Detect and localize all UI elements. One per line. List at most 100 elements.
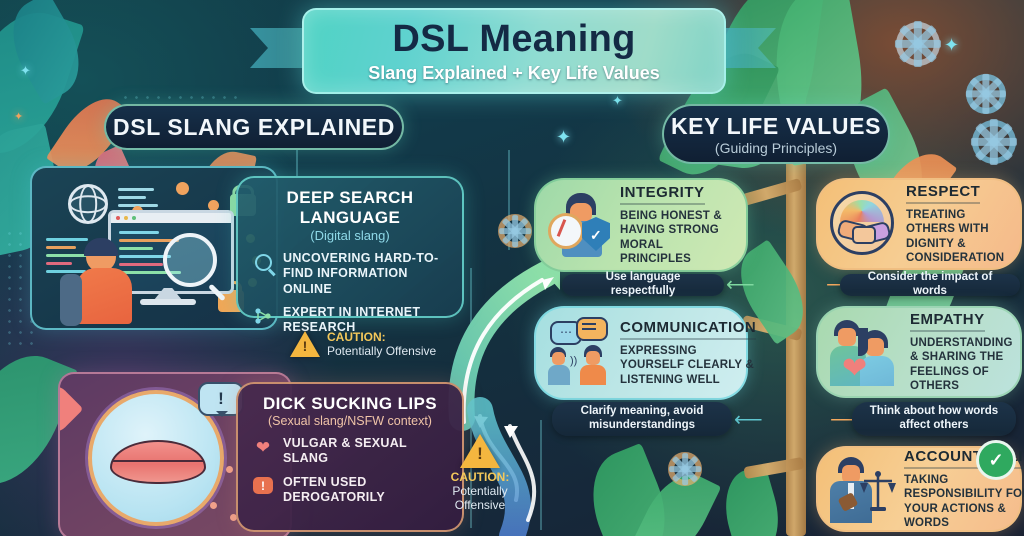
handshake-icon [830,190,898,258]
connector-chip-affect-others: Think about how words affect others [852,402,1016,436]
window-titlebar [111,213,231,223]
caution-badge-1: ! CAUTION: Potentially Offensive [290,330,436,358]
chair-back [60,274,82,326]
slang-bullet: EXPERT IN INTERNET RESEARCH [252,305,448,336]
speech-bubbles-icon: ⋯ )) [548,317,612,385]
value-card-title: COMMUNICATION [620,319,757,340]
leaf-decor [630,462,722,536]
computer-monitor [108,210,234,302]
slang-bullet-text: EXPERT IN INTERNET RESEARCH [283,304,421,334]
network-node [176,182,189,195]
slang-bullet: UNCOVERING HARD-TO-FIND INFORMATION ONLI… [252,251,448,297]
page-title: DSL Meaning [392,18,636,60]
person-avatar-body [76,268,132,324]
tree-branch [743,456,805,480]
right-arrow-orange-icon: ⟶ [830,409,859,431]
network-node [210,502,217,509]
scales-judge-icon [830,455,896,523]
slang-card-deep-search: DEEP SEARCH LANGUAGE (Digital slang) UNC… [236,176,464,334]
slang-bullet: ❤ VULGAR & SEXUAL SLANG [252,436,448,467]
slang-card-title: DICK SUCKING LIPS [263,394,437,413]
left-arrow-teal-icon: ⟵ [734,409,763,431]
value-card-desc: BEING HONEST & HAVING STRONG MORAL PRINC… [620,209,722,265]
gear-icon [498,214,532,248]
slang-bullet-text: UNCOVERING HARD-TO-FIND INFORMATION ONLI… [283,251,439,296]
compass-shield-icon: ✓ [548,193,612,257]
circuit-line-decor [508,150,510,250]
leaf-decor [0,0,96,105]
caution-label: CAUTION: [450,470,510,484]
value-card-desc: UNDERSTANDING & SHARING THE FEELINGS OF … [910,336,1013,392]
value-card-communication: ⋯ )) COMMUNICATION EXPRESSING YOURSELF C… [534,306,757,400]
code-line-decor [118,188,154,191]
heart-icon: ❤ [255,437,271,457]
couple-heart-icon: ❤ [830,318,902,386]
network-node [230,514,237,521]
value-card-title: RESPECT [906,183,981,204]
section-header-values: KEY LIFE VALUES (Guiding Principles) [662,104,890,164]
gear-icon [668,452,702,486]
leaf-decor [0,0,85,169]
section-header-slang-label: DSL SLANG EXPLAINED [113,113,395,140]
connector-chip-respectfully: Use language respectfully [562,271,724,297]
caution-badge-2: ! CAUTION: Potentially Offensive [432,434,528,512]
warning-triangle-icon: ! [460,434,500,468]
sparkle-decor: ✦ [556,127,572,147]
banner-ribbon-left [250,28,310,68]
slang-card-subtitle: (Digital slang) [310,228,390,243]
gear-icon [896,22,940,66]
section-header-values-sub: (Guiding Principles) [714,139,838,156]
value-card-integrity: ✓ INTEGRITY BEING HONEST & HAVING STRONG… [534,178,748,272]
caution-label: CAUTION: [327,330,386,344]
value-card-empathy: ❤ EMPATHY UNDERSTANDING & SHARING THE FE… [816,306,1022,398]
network-node [208,200,219,211]
sparkle-decor: ✦ [612,93,623,108]
magnifier-icon [163,233,226,302]
slang-card-title: DEEP SEARCH LANGUAGE [286,188,414,227]
caution-text: Potentially Offensive [452,484,508,512]
slang-bullet: ! OFTEN USED DEROGATORILY [252,475,448,506]
sparkle-decor: ✦ [20,63,31,78]
network-icon [252,305,274,327]
network-node [226,466,233,473]
exclamation-bubble-icon: ! [252,475,274,497]
value-card-desc: TAKING RESPONSIBILITY FOR YOUR ACTIONS &… [904,473,1024,529]
code-line-decor [46,254,94,257]
gear-icon [972,120,1016,164]
heart-icon [60,381,84,437]
value-card-title: EMPATHY [910,311,985,332]
value-card-desc: TREATING OTHERS WITH DIGNITY & CONSIDERA… [906,208,1005,264]
globe-icon [68,184,108,224]
magnifier-icon [252,251,276,276]
code-line-decor [118,204,158,207]
left-arrow-green-icon: ⟵ [726,274,755,296]
check-badge-icon: ✓ [976,440,1016,480]
monitor-base [140,299,196,305]
sparkle-decor: ✦ [14,111,24,123]
person-avatar-hair [84,238,118,256]
section-header-slang: DSL SLANG EXPLAINED [104,104,404,150]
value-card-respect: RESPECT TREATING OTHERS WITH DIGNITY & C… [816,178,1022,270]
value-card-title: INTEGRITY [620,184,705,205]
slang-card-subtitle: (Sexual slang/NSFW context) [268,414,432,428]
tree-branch [741,177,803,207]
code-line-decor [46,262,72,265]
slang-bullet-text: VULGAR & SEXUAL SLANG [283,436,407,466]
slang-card-dsl-lips: DICK SUCKING LIPS (Sexual slang/NSFW con… [236,382,464,532]
sparkle-decor: ✦ [944,35,960,55]
caution-text: Potentially Offensive [327,344,437,358]
connector-chip-impact: Consider the impact of words [840,271,1020,297]
gear-icon [966,74,1006,114]
section-header-values-label: KEY LIFE VALUES [670,112,882,139]
value-card-desc: EXPRESSING YOURSELF CLEARLY & LISTENING … [620,344,754,386]
slang-bullet-text: OFTEN USED DEROGATORILY [283,474,385,504]
leaf-decor [715,464,789,536]
code-line-decor [46,270,86,273]
code-line-decor [46,246,76,249]
code-line-decor [118,196,146,199]
warning-triangle-icon: ! [290,331,320,357]
code-line-decor [46,238,88,241]
page-title-banner: DSL Meaning Slang Explained + Key Life V… [302,8,726,94]
leaf-decor [575,442,683,536]
connector-chip-clarify: Clarify meaning, avoid misunderstandings [552,402,732,436]
